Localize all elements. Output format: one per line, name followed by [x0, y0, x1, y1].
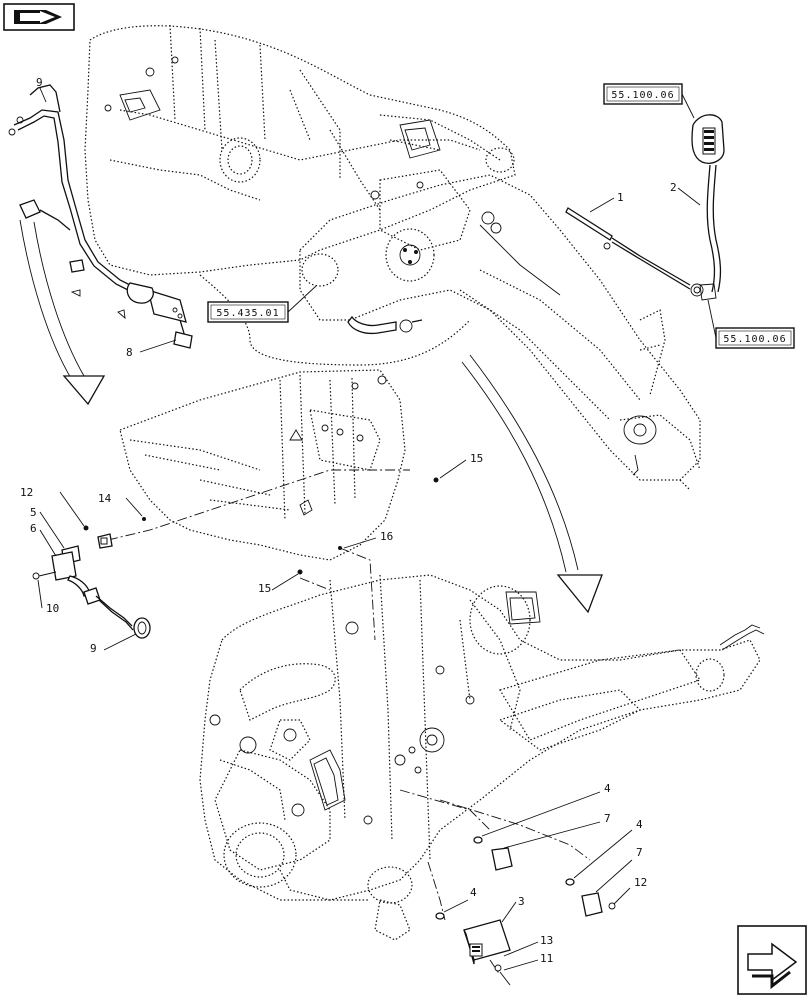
callout-8: 8: [126, 346, 133, 359]
callout-13: 13: [540, 934, 553, 947]
callouts: 1 2 3 4 4 4 7 7 12 13 11 9 8 15 12 14 5: [20, 76, 701, 971]
upper-frame-assembly: [84, 24, 701, 491]
callout-14: 14: [98, 492, 112, 505]
wiring-harness-upper-left: [8, 84, 193, 349]
callout-15b: 15: [258, 582, 271, 595]
lower-frame-assembly: [199, 574, 765, 941]
book-arrow-icon[interactable]: [3, 3, 75, 31]
flow-arrow-right: [461, 354, 603, 614]
callout-12b: 12: [634, 876, 647, 889]
callout-12a: 12: [20, 486, 33, 499]
callout-9a: 9: [36, 76, 43, 89]
leader-lines: [299, 547, 591, 976]
next-page-arrow-icon[interactable]: [737, 925, 807, 995]
callout-1: 1: [617, 191, 624, 204]
callout-10: 10: [46, 602, 59, 615]
callout-15a: 15: [470, 452, 483, 465]
bracket-parts-left: [32, 517, 151, 639]
callout-16: 16: [380, 530, 393, 543]
callout-4b: 4: [636, 818, 643, 831]
control-handle: [691, 114, 725, 293]
callout-4a: 4: [604, 782, 611, 795]
callout-11: 11: [540, 952, 553, 965]
callout-5: 5: [30, 506, 37, 519]
callout-7b: 7: [636, 846, 643, 859]
callout-6: 6: [30, 522, 37, 535]
middle-floor-panel: [107, 369, 410, 561]
reference-label-left: 55.435.01: [216, 308, 279, 319]
boom-hose: [347, 315, 423, 335]
reference-box-left[interactable]: 55.435.01: [207, 301, 289, 323]
reference-label-top-right: 55.100.06: [611, 90, 674, 101]
callout-2: 2: [670, 181, 677, 194]
callout-7a: 7: [604, 812, 611, 825]
reference-box-top-right[interactable]: 55.100.06: [603, 83, 683, 105]
callout-3: 3: [518, 895, 525, 908]
reference-label-right: 55.100.06: [723, 334, 786, 345]
callout-4c: 4: [470, 886, 477, 899]
reference-box-right[interactable]: 55.100.06: [715, 327, 795, 349]
callout-9b: 9: [90, 642, 97, 655]
control-cable: [565, 207, 717, 301]
flow-arrow-left: [19, 219, 106, 406]
lower-small-parts: [297, 477, 616, 986]
